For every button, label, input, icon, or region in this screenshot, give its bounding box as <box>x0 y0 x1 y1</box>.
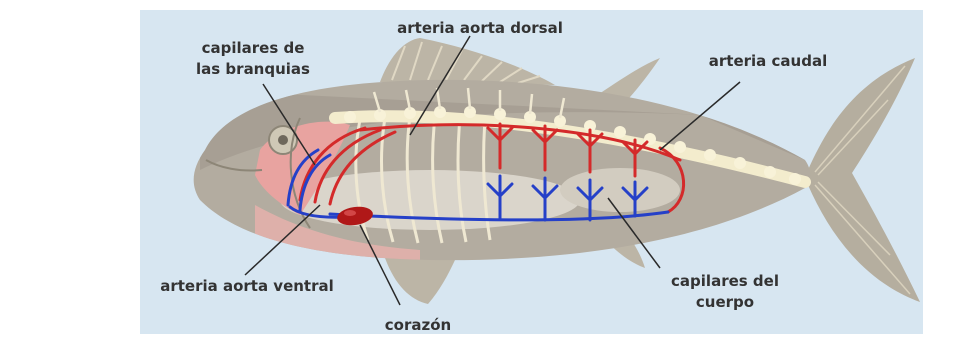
label-gill-capillaries-line2: las branquias <box>196 60 310 78</box>
label-dorsal-aorta: arteria aorta dorsal <box>397 19 563 37</box>
label-caudal-artery: arteria caudal <box>709 52 827 70</box>
label-heart: corazón <box>385 316 451 334</box>
heart-highlight <box>344 210 356 216</box>
label-gill-capillaries-line1: capilares de <box>202 39 305 57</box>
label-body-capillaries-line2: cuerpo <box>696 293 754 311</box>
eye-pupil <box>278 135 288 145</box>
label-body-capillaries-line1: capilares del <box>671 272 779 290</box>
label-ventral-aorta: arteria aorta ventral <box>160 277 334 295</box>
